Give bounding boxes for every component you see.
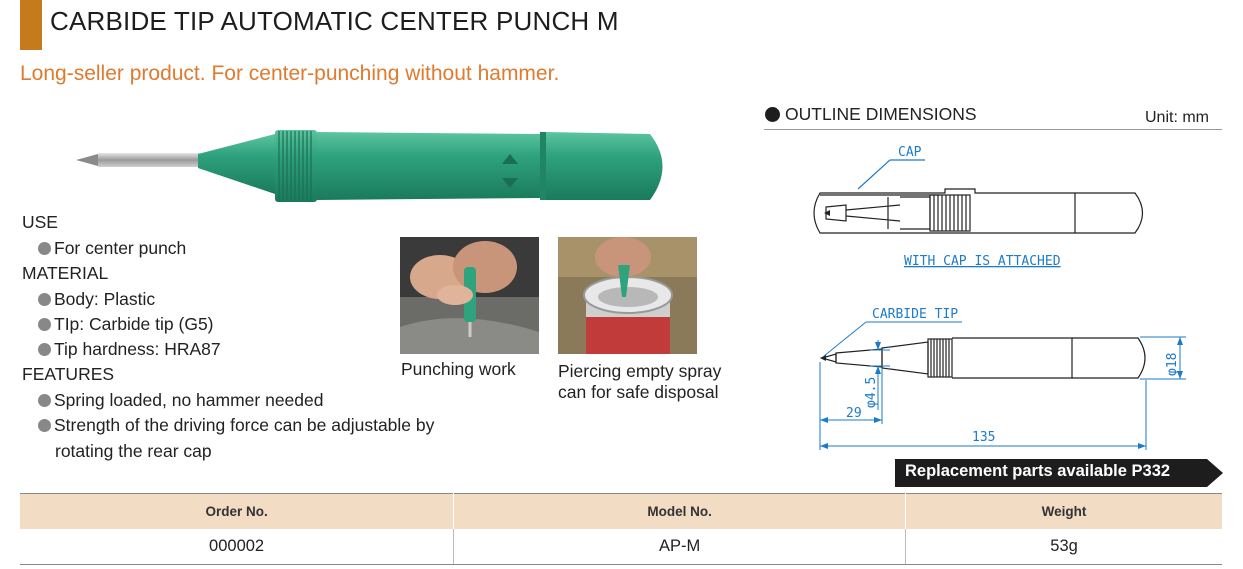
bullet-icon xyxy=(38,242,51,255)
use-heading: USE xyxy=(22,212,58,232)
spray-can-caption-line2: can for safe disposal xyxy=(558,382,719,402)
product-tagline: Long-seller product. For center-punching… xyxy=(20,62,560,85)
bullet-icon xyxy=(38,394,51,407)
material-item: Tip hardness: HRA87 xyxy=(38,339,221,360)
features-item: Spring loaded, no hammer needed xyxy=(38,390,324,411)
features-item-continuation: rotating the rear cap xyxy=(55,441,212,461)
cap-attached-label: WITH CAP IS ATTACHED xyxy=(904,254,1061,269)
diameter-18-label: φ18 xyxy=(1165,353,1180,376)
product-spec-table: Order No. Model No. Weight 000002 AP-M 5… xyxy=(20,493,1222,565)
spray-can-photo xyxy=(558,237,697,354)
bullet-icon xyxy=(38,293,51,306)
material-item: TIp: Carbide tip (G5) xyxy=(38,314,214,335)
title-accent-bar xyxy=(20,0,42,50)
column-header-model-no: Model No. xyxy=(453,493,906,529)
column-header-weight: Weight xyxy=(905,493,1222,529)
outline-dimensions-heading: OUTLINE DIMENSIONS xyxy=(765,104,977,125)
length-29-label: 29 xyxy=(846,406,862,421)
unit-label: Unit: mm xyxy=(1145,109,1209,126)
order-no-cell: 000002 xyxy=(20,529,454,565)
column-header-order-no: Order No. xyxy=(20,493,454,529)
weight-cell: 53g xyxy=(905,529,1222,565)
length-135-label: 135 xyxy=(972,430,995,445)
bullet-icon xyxy=(38,343,51,356)
table-header-row: Order No. Model No. Weight xyxy=(20,493,1222,529)
material-item: Body: Plastic xyxy=(38,289,155,310)
outline-drawing-carbide-tip: CARBIDE TIP φ18 φ4.5 29 135 xyxy=(819,307,1186,450)
spray-can-caption-line1: Piercing empty spray xyxy=(558,361,722,381)
outline-divider xyxy=(764,129,1222,130)
bullet-icon xyxy=(38,318,51,331)
replacement-parts-label[interactable]: Replacement parts available P332 xyxy=(905,462,1171,480)
punching-work-caption: Punching work xyxy=(401,359,516,379)
punching-work-photo xyxy=(400,237,539,354)
product-title: CARBIDE TIP AUTOMATIC CENTER PUNCH M xyxy=(50,6,619,36)
carbide-tip-label: CARBIDE TIP xyxy=(872,307,958,322)
model-no-cell: AP-M xyxy=(453,529,906,565)
cap-label: CAP xyxy=(898,145,922,160)
table-row: 000002 AP-M 53g xyxy=(20,529,1222,565)
outline-drawing-with-cap: CAP WITH CAP IS ATTACHED xyxy=(813,145,1144,269)
bullet-icon xyxy=(38,419,51,432)
use-item: For center punch xyxy=(38,238,186,259)
features-heading: FEATURES xyxy=(22,364,115,384)
features-item: Strength of the driving force can be adj… xyxy=(38,415,434,436)
replacement-parts-banner[interactable] xyxy=(895,459,1225,487)
bullet-icon xyxy=(765,107,780,122)
center-punch-product-image xyxy=(76,130,663,202)
diameter-4-5-label: φ4.5 xyxy=(864,377,879,408)
material-heading: MATERIAL xyxy=(22,263,109,283)
